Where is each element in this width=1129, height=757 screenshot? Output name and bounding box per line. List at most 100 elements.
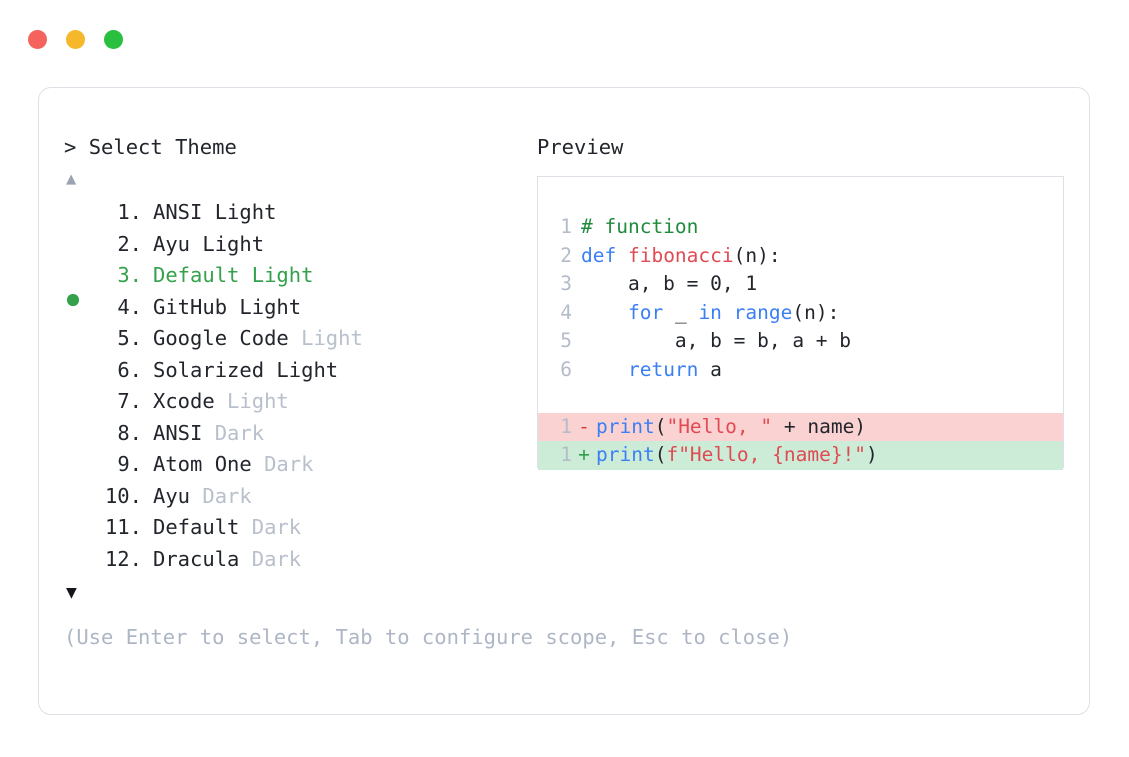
theme-item-index: 4.	[117, 294, 142, 319]
code-token: for	[627, 300, 664, 324]
theme-list-item[interactable]: 6. Solarized Light	[64, 355, 529, 387]
theme-list-item[interactable]: 7.Xcode Light	[64, 386, 529, 418]
code-token: print	[596, 414, 655, 438]
theme-item-variant: Light	[190, 231, 265, 256]
theme-picker-card: > Select Theme ▲ 1. ANSI Light 2. Ayu Light…	[38, 87, 1090, 715]
theme-item-variant: Dark	[190, 483, 252, 508]
selected-bullet-icon	[67, 294, 79, 306]
theme-list-item[interactable]: 11.Default Dark	[64, 512, 529, 544]
code-line-number: 5	[560, 329, 572, 352]
code-line: 3 a, b = 0, 1	[538, 270, 1063, 299]
code-line-text: for _ in range(n):	[572, 299, 839, 328]
code-token: return	[627, 357, 699, 381]
code-token: fibonacci	[627, 243, 734, 267]
code-line-number: 4	[560, 300, 572, 324]
code-token: (	[654, 443, 667, 466]
theme-item-name: Atom One	[153, 452, 252, 476]
theme-item-index: 5.	[117, 326, 142, 350]
theme-item-index: 9.	[117, 452, 142, 476]
theme-list-item[interactable]: 2. Ayu Light	[64, 229, 529, 261]
code-token: + name)	[772, 414, 867, 438]
code-token: (	[654, 414, 667, 438]
theme-list-item[interactable]: 12. Dracula Dark	[64, 544, 529, 576]
code-token: "Hello, "	[666, 414, 773, 438]
theme-item-name: Ayu	[153, 231, 191, 256]
diff-sign-icon: +	[578, 443, 590, 466]
theme-item-variant: Light	[288, 326, 363, 350]
theme-list-item[interactable]: 10.Ayu Dark	[64, 481, 529, 513]
theme-item-variant: Dark	[251, 452, 314, 476]
prompt-caret-icon: >	[64, 135, 77, 159]
code-token: 0	[710, 272, 722, 295]
diff-sign-icon: -	[578, 414, 590, 438]
code-line-text: # function	[572, 213, 698, 242]
theme-item-variant: Dark	[239, 546, 302, 571]
theme-list-item[interactable]: 1.ANSI Light	[64, 197, 529, 229]
code-token: a	[698, 357, 722, 381]
theme-item-name: ANSI	[153, 200, 203, 224]
theme-item-index: 10.	[104, 483, 142, 508]
code-line: 1# function	[538, 213, 1063, 242]
maximize-window-button[interactable]	[104, 30, 123, 49]
code-token: print	[596, 443, 655, 466]
prompt-label: Select Theme	[88, 135, 237, 159]
theme-list-item[interactable]: 3.Default Light	[64, 260, 529, 306]
code-token: def	[581, 243, 628, 267]
theme-item-index: 1.	[117, 200, 142, 224]
code-token: in	[698, 300, 722, 324]
theme-item-name: GitHub	[153, 294, 228, 319]
diff-line-number: 1	[560, 414, 572, 438]
theme-item-index: 2.	[117, 231, 142, 256]
minimize-window-button[interactable]	[66, 30, 85, 49]
code-line: 5 a, b = b, a + b	[538, 327, 1063, 356]
code-token: _	[663, 300, 699, 324]
theme-item-variant: Light	[227, 294, 302, 319]
code-line-number: 3	[560, 272, 572, 295]
theme-list-item[interactable]: 9. Atom One Dark	[64, 449, 529, 481]
theme-item-variant: Light	[264, 357, 339, 382]
theme-item-index: 8.	[117, 420, 142, 445]
scroll-down-icon[interactable]: ▼	[66, 582, 77, 603]
theme-item-index: 12.	[104, 546, 142, 571]
theme-item-variant: Dark	[239, 515, 302, 539]
code-token: ,	[721, 272, 746, 295]
theme-selector-column: > Select Theme ▲ 1. ANSI Light 2. Ayu Light…	[64, 133, 529, 603]
code-token: a, b = b, a + b	[581, 329, 852, 352]
theme-item-name: Google Code	[153, 326, 289, 350]
theme-list-item[interactable]: 8.ANSI Dark	[64, 418, 529, 450]
theme-item-variant: Light	[214, 389, 289, 413]
code-spacer	[538, 384, 1063, 413]
diff-line-added: 1+print(f"Hello, {name}!")	[538, 441, 1063, 470]
theme-item-name: Default	[153, 515, 240, 539]
theme-item-variant: Light	[239, 263, 314, 287]
keyboard-hint: (Use Enter to select, Tab to configure s…	[64, 625, 793, 649]
code-line-text: return a	[572, 356, 722, 385]
code-token: (n):	[792, 300, 840, 324]
window-controls	[28, 30, 123, 49]
code-line-number: 6	[560, 357, 572, 381]
theme-item-name: Dracula	[153, 546, 240, 571]
code-token	[722, 301, 734, 324]
code-line-text: a, b = 0, 1	[572, 270, 757, 299]
diff-line-removed: 1-print("Hello, " + name)	[538, 412, 1063, 442]
code-line: 4 for _ in range(n):	[538, 299, 1063, 328]
close-window-button[interactable]	[28, 30, 47, 49]
scroll-up-icon[interactable]: ▲	[66, 169, 77, 189]
theme-list-item[interactable]: 4. GitHub Light	[64, 292, 529, 324]
preview-column: Preview	[537, 133, 1067, 161]
code-token	[581, 358, 628, 381]
theme-item-index: 6.	[117, 357, 142, 382]
theme-item-name: Solarized	[153, 357, 265, 382]
diff-line-text: print("Hello, " + name)	[596, 413, 866, 442]
code-token: a, b =	[581, 272, 711, 295]
theme-item-name: ANSI	[153, 420, 203, 445]
code-token: # function	[581, 215, 699, 238]
code-line: 6 return a	[538, 356, 1063, 385]
theme-list-item[interactable]: 5. Google Code Light	[64, 323, 529, 355]
diff-line-number: 1	[560, 443, 572, 466]
